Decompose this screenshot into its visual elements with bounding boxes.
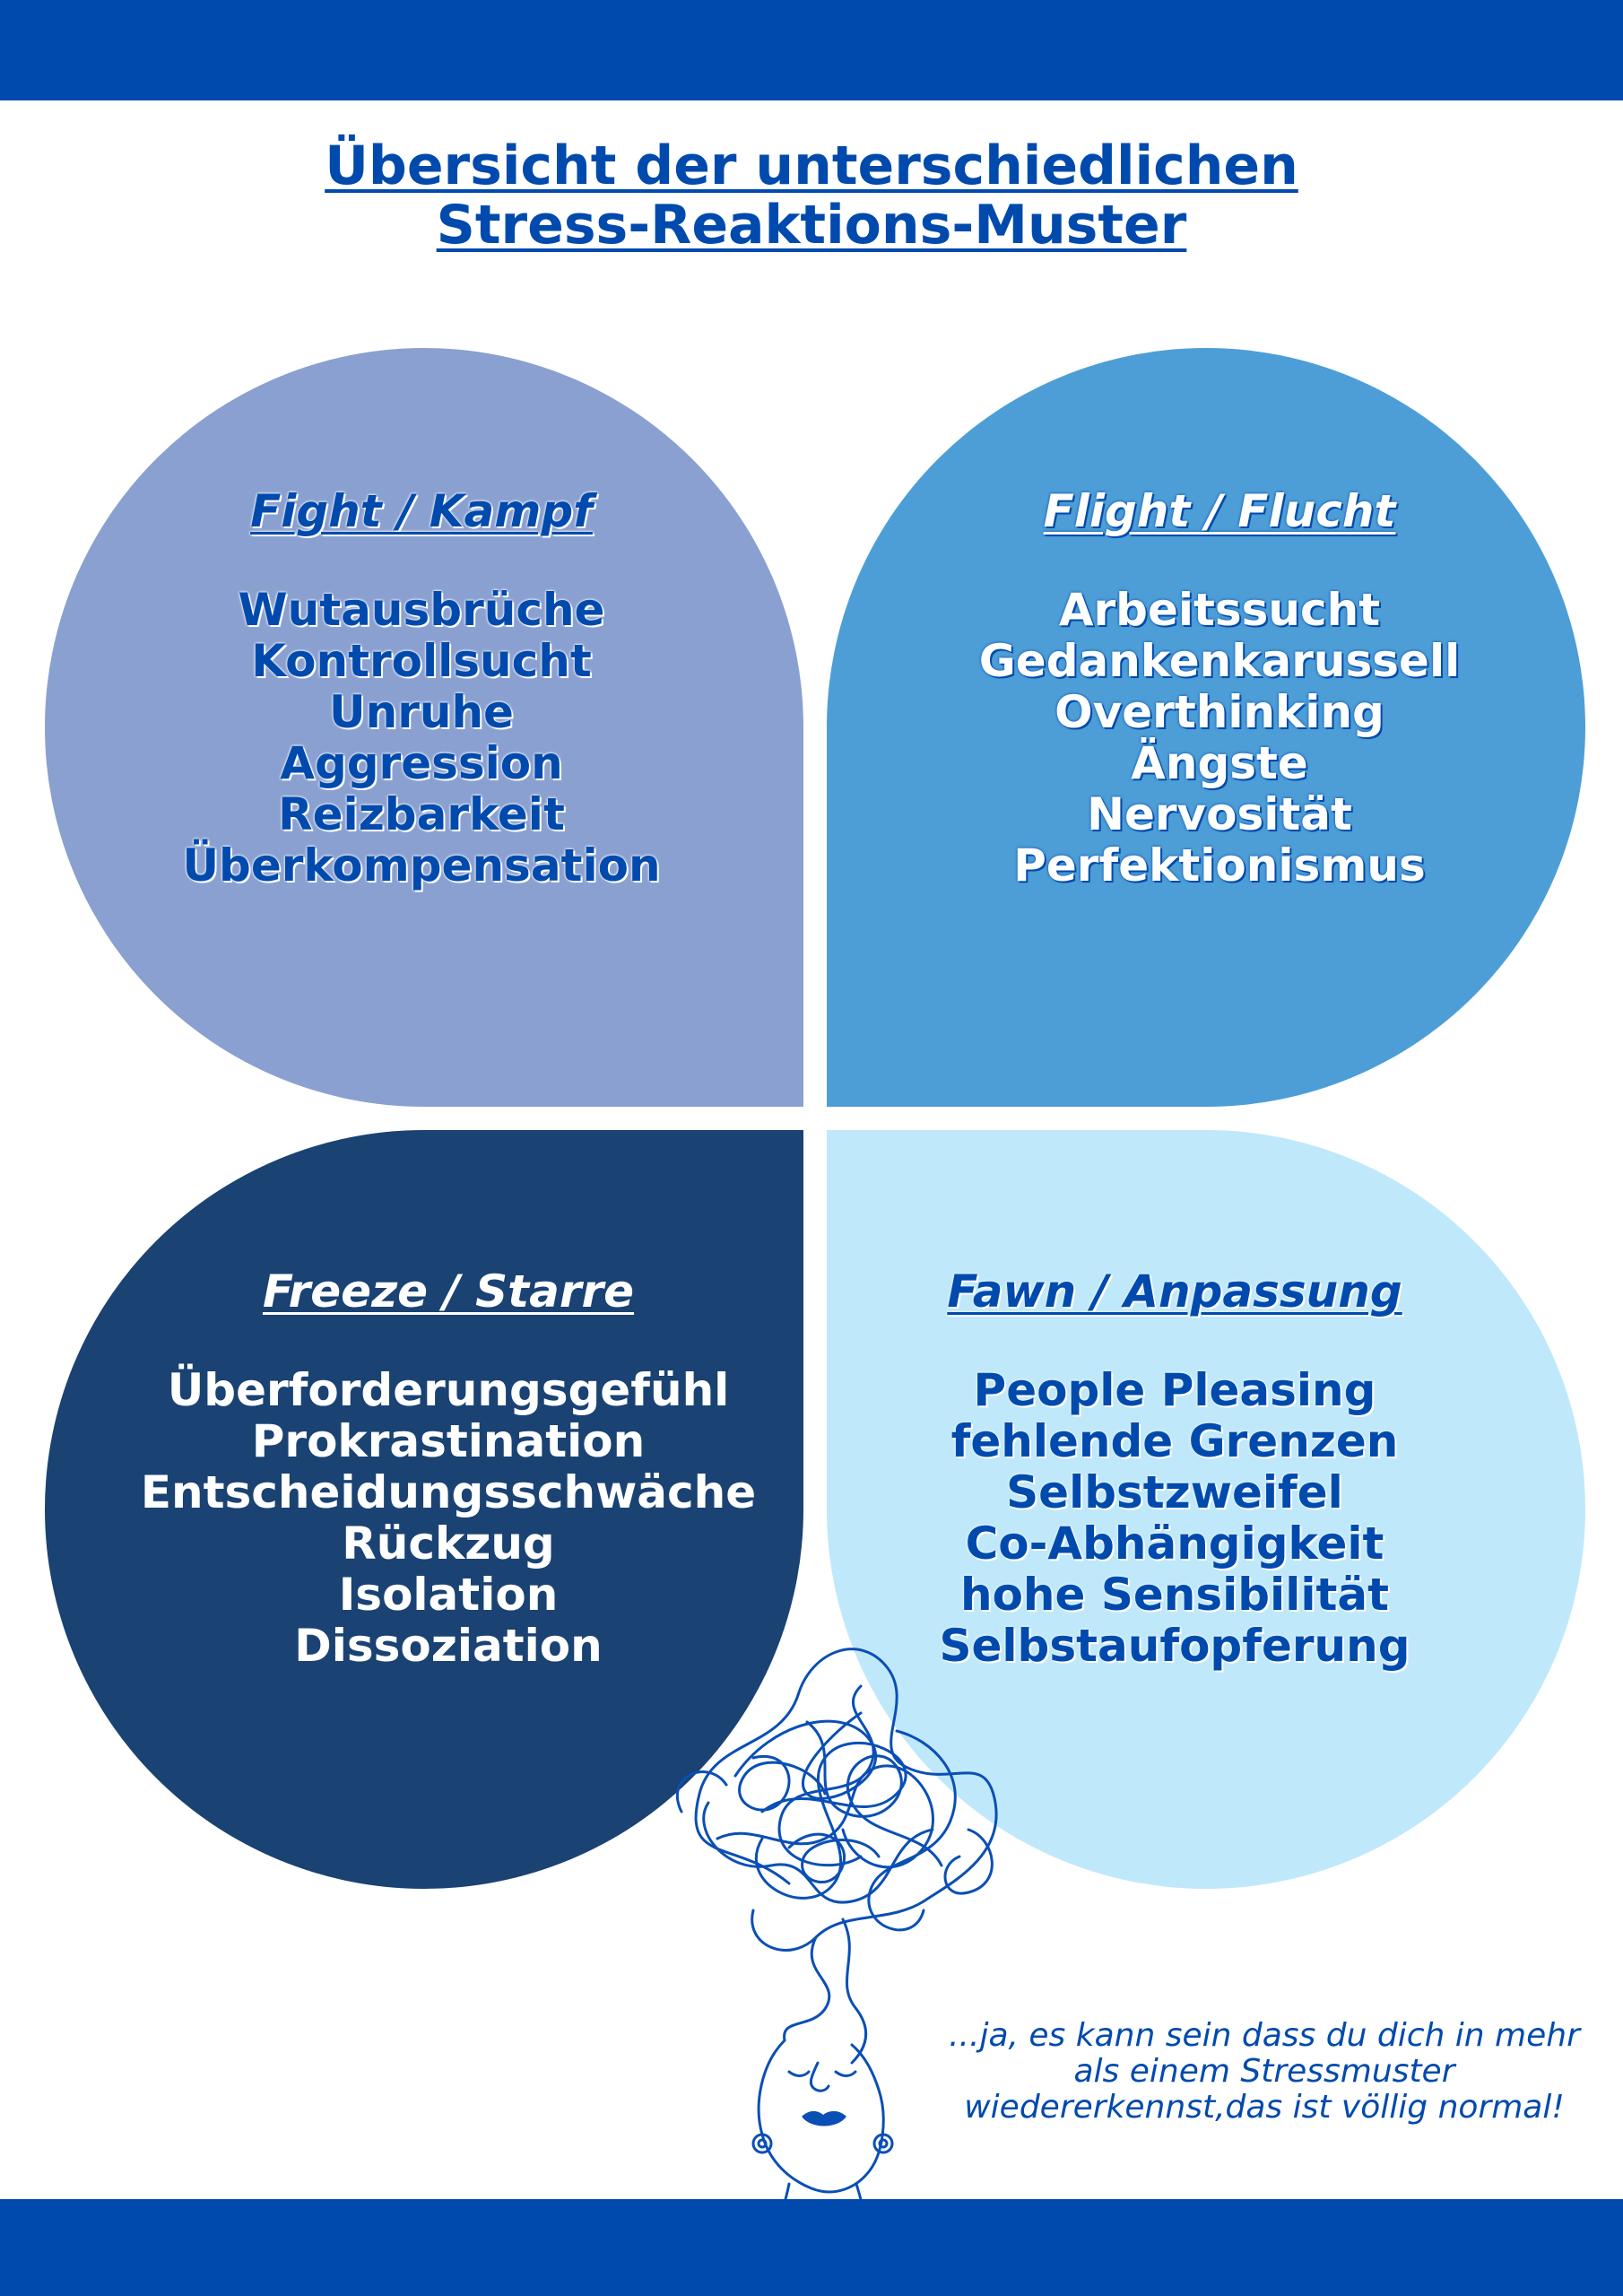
list-item: Wutausbrüche <box>238 584 605 636</box>
freeze-list: Überforderungsgefühl Prokrastination Ent… <box>81 1365 816 1672</box>
freeze-heading: Freeze / Starre <box>262 1265 635 1318</box>
list-item: Isolation <box>338 1569 559 1621</box>
flight-petal <box>827 348 1585 1107</box>
list-item: fehlende Grenzen <box>950 1415 1399 1467</box>
tangled-thoughts-head-icon <box>675 1648 998 2206</box>
list-item: Unruhe <box>329 686 514 738</box>
list-item: hohe Sensibilität <box>959 1569 1390 1621</box>
fight-petal <box>45 348 803 1107</box>
list-item: Prokrastination <box>251 1415 646 1467</box>
list-item: Überforderungsgefühl <box>167 1364 730 1416</box>
fight-heading: Fight / Kampf <box>250 485 593 537</box>
footer-note-line-2: als einem Stressmuster <box>1073 2053 1455 2090</box>
footer-note-line-3: wiedererkennst,das ist völlig normal! <box>964 2089 1565 2126</box>
list-item: People Pleasing <box>973 1364 1376 1416</box>
list-item: Kontrollsucht <box>251 635 592 687</box>
footer-note: ...ja, es kann sein dass du dich in mehr… <box>933 2018 1596 2126</box>
list-item: Selbstzweifel <box>1006 1466 1343 1518</box>
list-item: Reizbarkeit <box>278 788 565 840</box>
top-banner <box>0 0 1623 100</box>
fawn-section: Fawn / Anpassung People Pleasing fehlend… <box>861 1265 1488 1672</box>
fawn-petal <box>827 1130 1585 1889</box>
list-item: Co-Abhängigkeit <box>965 1518 1384 1570</box>
list-item: Ängste <box>1131 737 1308 789</box>
list-item: Perfektionismus <box>1013 839 1426 891</box>
list-item: Arbeitssucht <box>1058 584 1381 636</box>
list-item: Aggression <box>280 737 563 789</box>
list-item: Überkompensation <box>182 839 661 891</box>
list-item: Rückzug <box>342 1518 555 1570</box>
freeze-section: Freeze / Starre Überforderungsgefühl Pro… <box>81 1265 816 1672</box>
flight-heading: Flight / Flucht <box>1043 485 1396 537</box>
flight-list: Arbeitssucht Gedankenkarussell Overthink… <box>897 585 1542 891</box>
page-title-line-2: Stress-Reaktions-Muster <box>436 194 1187 257</box>
freeze-petal <box>45 1130 803 1889</box>
list-item: Gedankenkarussell <box>978 635 1461 687</box>
bottom-banner <box>0 2199 1623 2296</box>
page-title: Übersicht der unterschiedlichen Stress-R… <box>0 136 1623 255</box>
fight-list: Wutausbrüche Kontrollsucht Unruhe Aggres… <box>72 585 771 891</box>
list-item: Nervosität <box>1087 788 1352 840</box>
list-item: Dissoziation <box>294 1620 603 1672</box>
footer-note-line-1: ...ja, es kann sein dass du dich in mehr <box>949 2017 1580 2054</box>
list-item: Overthinking <box>1055 686 1384 738</box>
fight-section: Fight / Kampf Wutausbrüche Kontrollsucht… <box>72 484 771 891</box>
fawn-list: People Pleasing fehlende Grenzen Selbstz… <box>861 1365 1488 1672</box>
page-title-line-1: Übersicht der unterschiedlichen <box>325 135 1298 197</box>
list-item: Entscheidungsschwäche <box>140 1466 757 1518</box>
list-item: Selbstaufopferung <box>939 1620 1410 1672</box>
fawn-heading: Fawn / Anpassung <box>947 1265 1402 1318</box>
flight-section: Flight / Flucht Arbeitssucht Gedankenkar… <box>897 484 1542 891</box>
